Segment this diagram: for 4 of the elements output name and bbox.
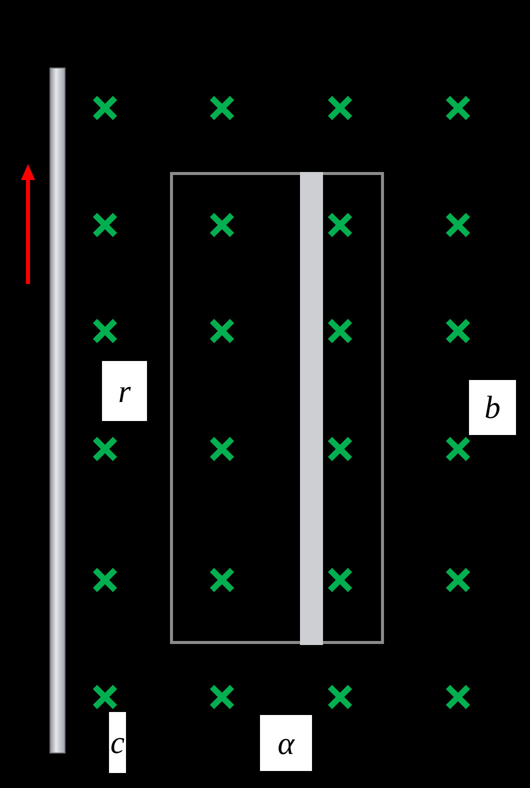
- variable-label: r: [118, 372, 131, 410]
- variable-label: α: [278, 724, 294, 762]
- variable-label: b: [484, 389, 500, 426]
- variable-label: c: [110, 724, 125, 761]
